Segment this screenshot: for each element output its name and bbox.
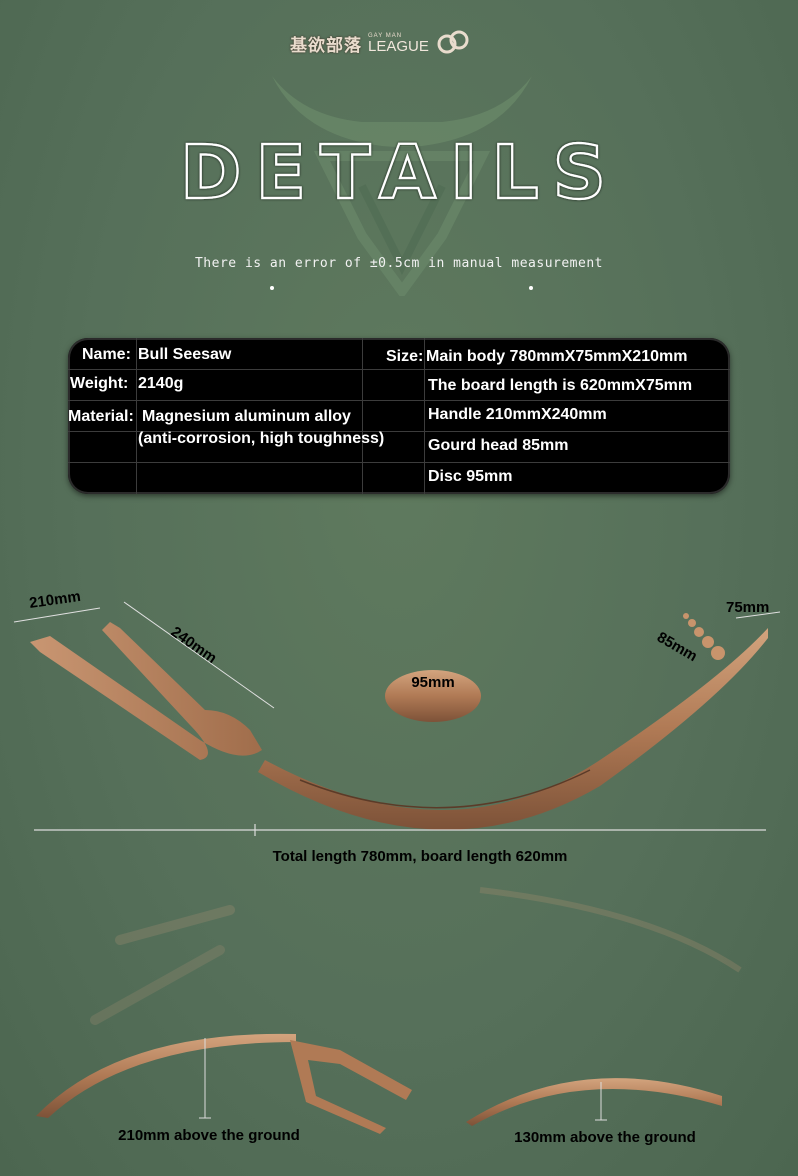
size-value-main: Main body 780mmX75mmX210mm: [426, 348, 688, 365]
measurement-note: There is an error of ±0.5cm in manual me…: [194, 256, 603, 271]
front-handle: [290, 1040, 412, 1134]
material-label: Material:: [68, 408, 134, 425]
table-col-divider: [424, 338, 425, 494]
table-col-divider: [136, 338, 137, 494]
back-board: [466, 1078, 722, 1126]
disc-shape: [385, 670, 481, 722]
front-height-caption: 210mm above the ground: [118, 1127, 300, 1144]
weight-label: Weight:: [70, 375, 129, 392]
title-text: DETAILS: [180, 140, 620, 210]
size-value-handle: Handle 210mmX240mm: [428, 406, 607, 423]
name-label: Name:: [82, 346, 131, 363]
brand-logo: 基欲部落 GAY MAN LEAGUE: [290, 26, 510, 60]
note-dot-right: [529, 286, 533, 290]
handle-length-label: 240mm: [168, 623, 220, 667]
page-title: DETAILS: [179, 140, 620, 210]
board-groove: [299, 769, 591, 809]
table-row-divider: [68, 369, 730, 370]
note-dot-left: [270, 286, 274, 290]
board-shape: [258, 628, 768, 830]
width-dimension-line: [13, 607, 101, 623]
seesaw-reflection: [90, 887, 742, 1025]
bull-head-watermark-icon: [272, 76, 532, 296]
total-length-caption: Total length 780mm, board length 620mm: [273, 848, 568, 865]
table-row-divider: [68, 431, 730, 432]
gourd-head-icon: [683, 613, 725, 660]
name-value: Bull Seesaw: [138, 346, 232, 363]
handle-shape: [30, 622, 262, 760]
seesaw-main-illustration: 95mm 210mm 240mm 75mm 85mm Total length …: [13, 588, 781, 865]
handle-width-label: 210mm: [28, 588, 82, 612]
material-value-1: Magnesium aluminum alloy: [142, 408, 351, 425]
material-value-2: (anti-corrosion, high toughness): [138, 430, 385, 447]
board-width-dimension-line: [735, 611, 781, 619]
size-label: Size:: [386, 348, 424, 365]
disc-label: 95mm: [411, 674, 454, 691]
brand-name-en: GAY MAN LEAGUE: [368, 33, 429, 54]
board-width-label: 75mm: [726, 599, 769, 616]
size-value-gourd: Gourd head 85mm: [428, 437, 569, 454]
weight-value: 2140g: [138, 375, 184, 392]
back-height-caption: 130mm above the ground: [514, 1129, 696, 1146]
seesaw-back-view: 130mm above the ground: [466, 1078, 722, 1146]
length-dimension-line: [123, 601, 275, 709]
table-row-divider: [68, 400, 730, 401]
table-col-divider: [362, 338, 363, 494]
brand-name-cn: 基欲部落: [290, 35, 362, 56]
specs-table: Name: Bull Seesaw Weight: 2140g Material…: [68, 338, 730, 494]
gourd-head-label: 85mm: [654, 629, 700, 665]
front-board: [36, 1033, 296, 1118]
size-value-disc: Disc 95mm: [428, 468, 513, 485]
brand-rings-icon: [437, 30, 469, 54]
size-value-board: The board length is 620mmX75mm: [428, 377, 693, 394]
table-row-divider: [68, 462, 730, 463]
brand-name: LEAGUE: [368, 37, 429, 55]
seesaw-front-view: 210mm above the ground: [36, 1033, 412, 1144]
brand-tagline: GAY MAN: [368, 32, 403, 39]
